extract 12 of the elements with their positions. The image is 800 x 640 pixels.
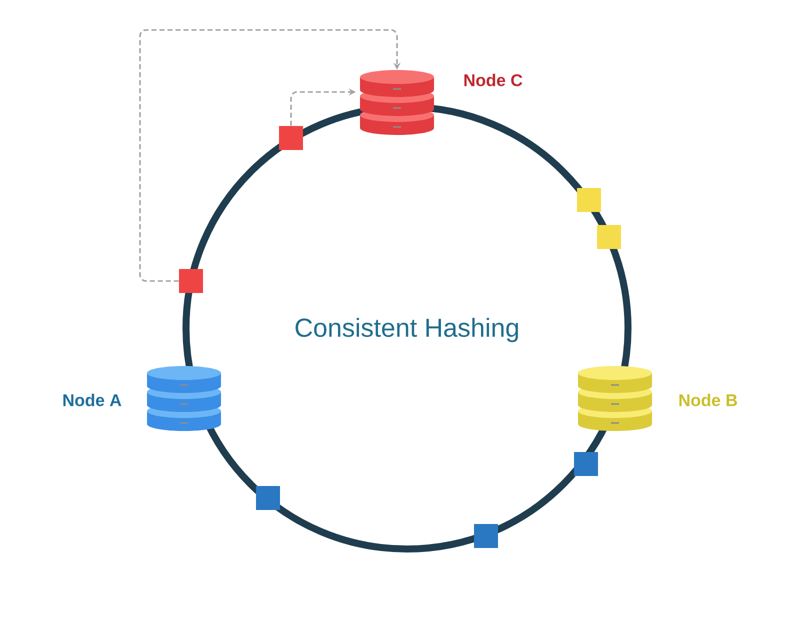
node-label: Node A xyxy=(63,394,122,406)
hash-square xyxy=(597,225,621,249)
hash-square xyxy=(474,524,498,548)
node-label: Node C xyxy=(464,74,522,86)
hash-square xyxy=(574,452,598,476)
hash-square xyxy=(279,126,303,150)
hash-square xyxy=(179,269,203,293)
hash-square xyxy=(256,486,280,510)
ring-title: Consistent Hashing xyxy=(296,318,518,342)
hash-square xyxy=(577,188,601,212)
node-label: Node B xyxy=(679,394,737,406)
dashed-arrow xyxy=(139,29,401,282)
